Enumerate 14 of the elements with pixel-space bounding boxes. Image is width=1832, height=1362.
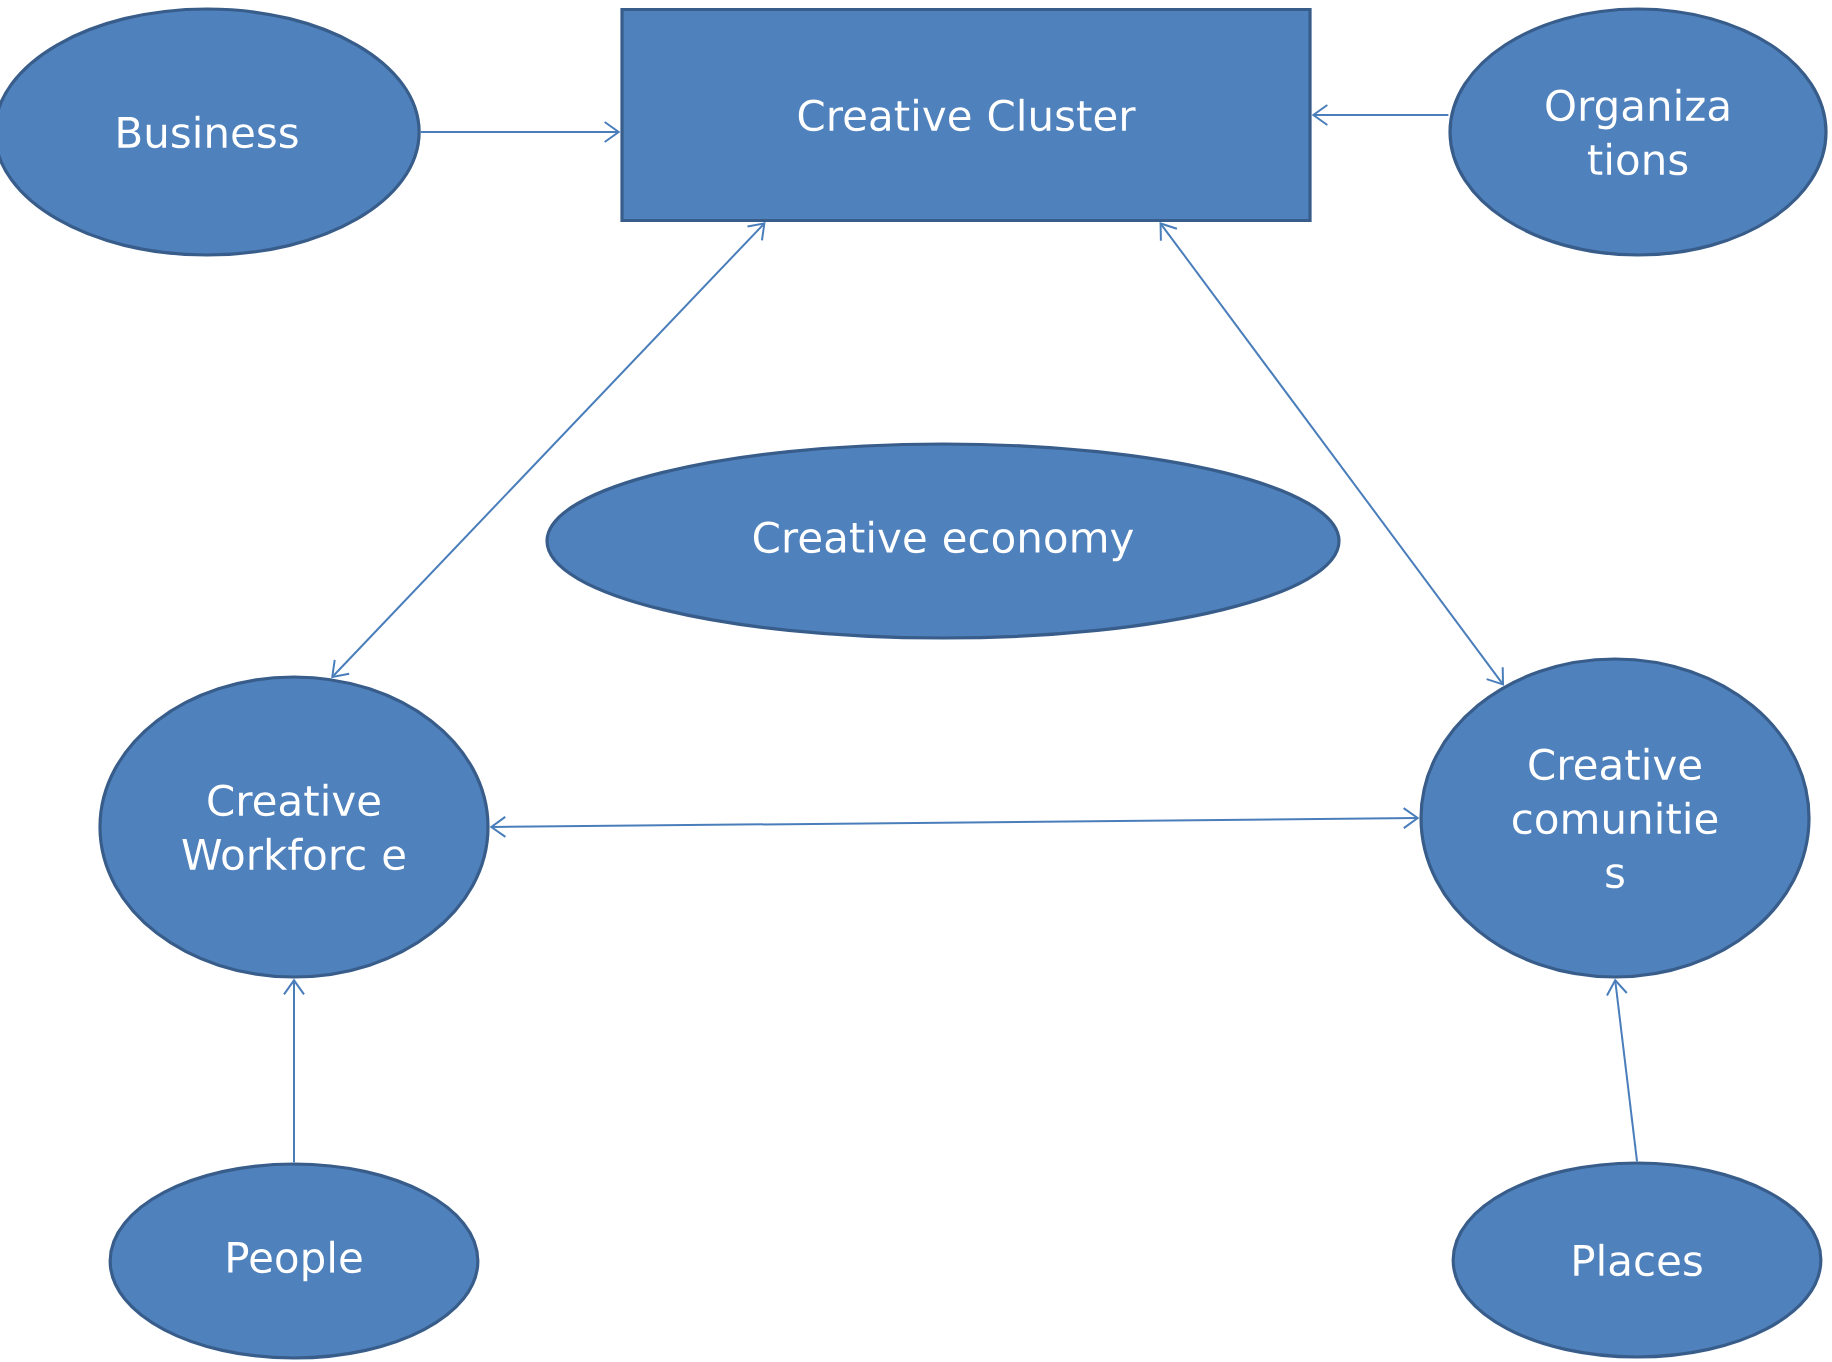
arrow [1311,104,1450,126]
ellipse-node: Organiza tions [1448,7,1828,257]
arrow [331,222,766,679]
arrow [283,978,305,1164]
ellipse-node: People [108,1162,480,1360]
rectangle-box: Creative Cluster [620,7,1312,223]
arrow [419,121,621,143]
arrow [489,807,1420,838]
ellipse-node: Places [1451,1161,1823,1359]
ellipse-node: Creative comunitie s [1419,657,1811,979]
ellipse-node: Creative economy [545,442,1341,640]
arrow [1159,222,1505,686]
ellipse-node: Creative Workforc e [98,675,490,979]
arrow [1605,978,1638,1163]
